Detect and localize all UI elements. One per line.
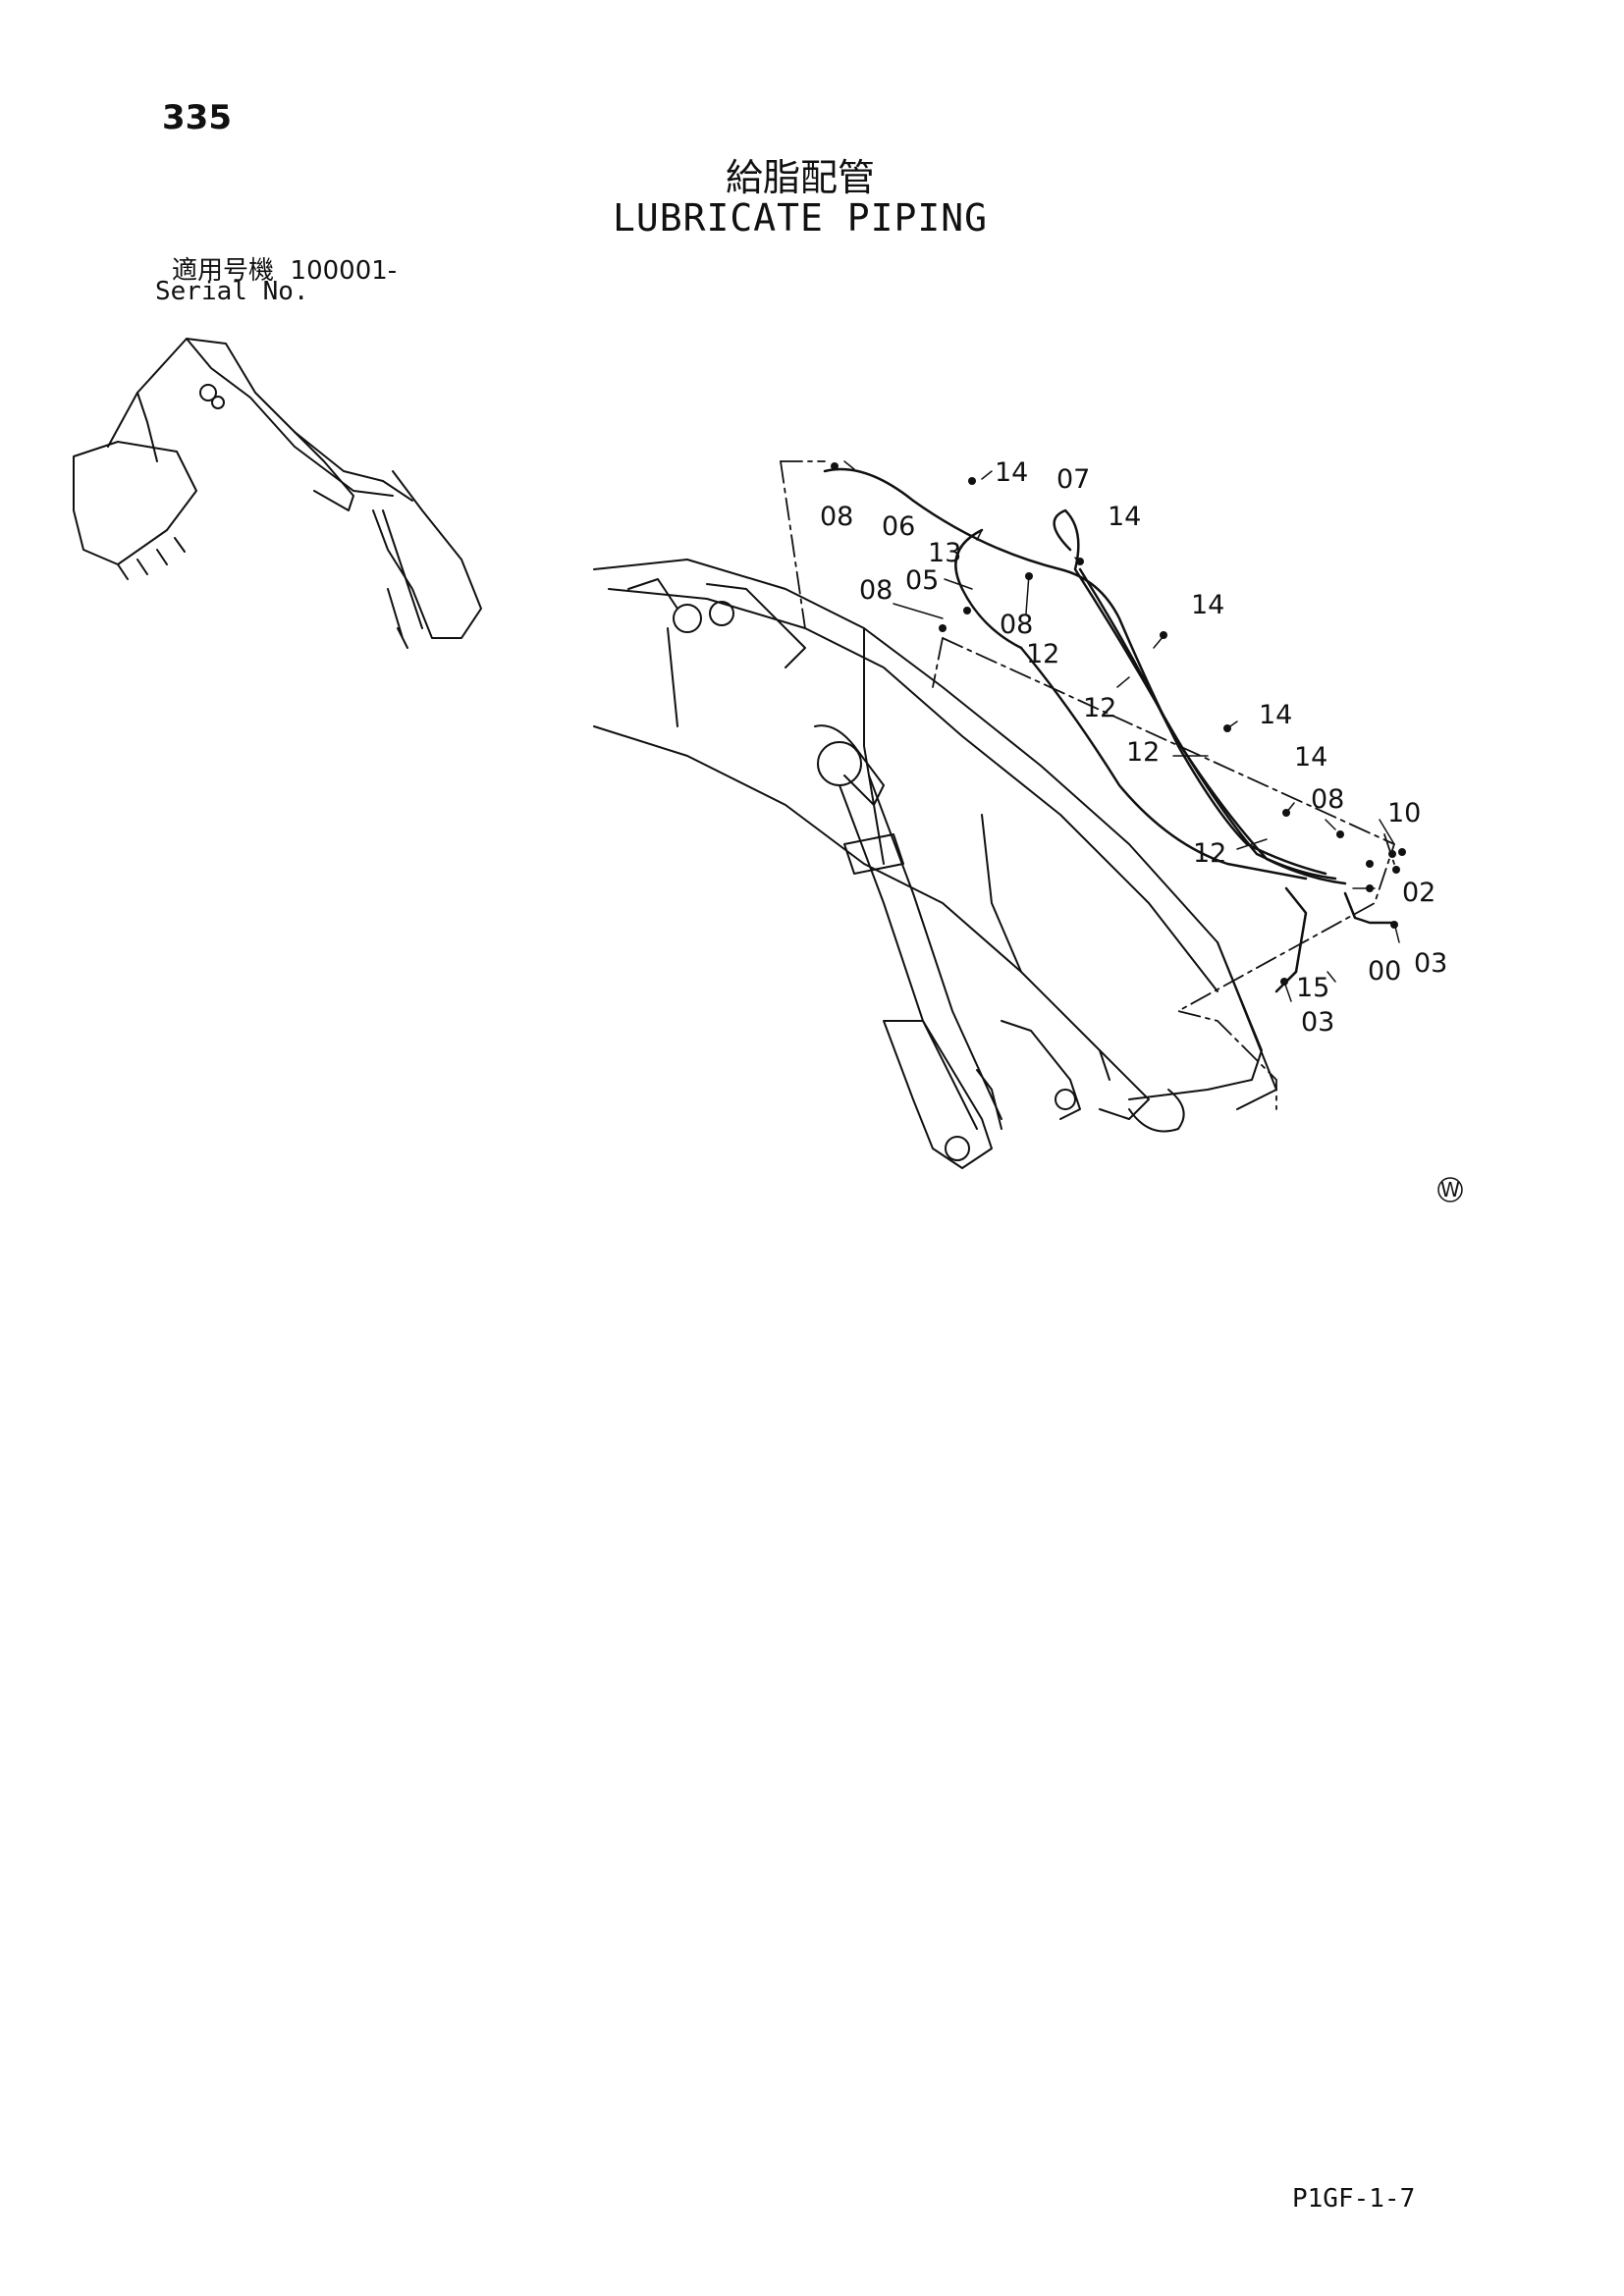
callout-12-a: 12 (1026, 639, 1059, 669)
boom-drawing (593, 559, 1277, 1133)
callout-14-e: 14 (1294, 742, 1327, 773)
cylinder-drawing (814, 724, 1081, 1169)
callout-08-d: 08 (1311, 784, 1344, 815)
callout-08-b: 08 (859, 575, 893, 606)
callout-00: 00 (1368, 956, 1401, 987)
w-symbol: W (1437, 1177, 1463, 1202)
overview-thumbnail (73, 338, 482, 649)
serial-label-japanese: 適用号機 100001- (172, 250, 397, 287)
callout-03-b: 03 (1301, 1007, 1334, 1038)
callout-10: 10 (1387, 798, 1421, 828)
title-japanese: 給脂配管 (725, 156, 875, 199)
callout-03-a: 03 (1414, 948, 1447, 979)
callout-12-c: 12 (1126, 737, 1160, 768)
grease-nipples (831, 462, 1406, 986)
figure-code: P1GF-1-7 (1292, 2184, 1416, 2214)
callout-15: 15 (1296, 973, 1329, 1003)
callout-13: 13 (928, 538, 961, 568)
leader-lines (843, 460, 1400, 1002)
callout-05: 05 (905, 565, 939, 596)
callout-labels: 14 07 08 06 14 13 05 08 08 12 14 12 14 1… (820, 457, 1447, 1038)
callout-12-d: 12 (1193, 838, 1226, 869)
callout-06: 06 (882, 511, 915, 542)
callout-08-c: 08 (1000, 610, 1033, 640)
callout-14-top: 14 (995, 457, 1028, 488)
callout-08-a: 08 (820, 502, 853, 532)
callout-14-d: 14 (1259, 700, 1292, 730)
callout-02: 02 (1402, 878, 1435, 908)
title-english: LUBRICATE PIPING (612, 196, 989, 240)
serial-label-jp-text: 適用号機 (172, 256, 275, 286)
piping-lines (823, 467, 1396, 993)
callout-14-c: 14 (1191, 590, 1224, 620)
callout-07: 07 (1056, 464, 1090, 495)
page-number: 335 (162, 98, 232, 137)
callout-14-b: 14 (1108, 502, 1141, 532)
callout-12-b: 12 (1083, 693, 1116, 723)
serial-value: 100001- (290, 256, 398, 286)
w-symbol-letter: W (1440, 1178, 1460, 1201)
serial-label-english: Serial No. (155, 277, 309, 306)
